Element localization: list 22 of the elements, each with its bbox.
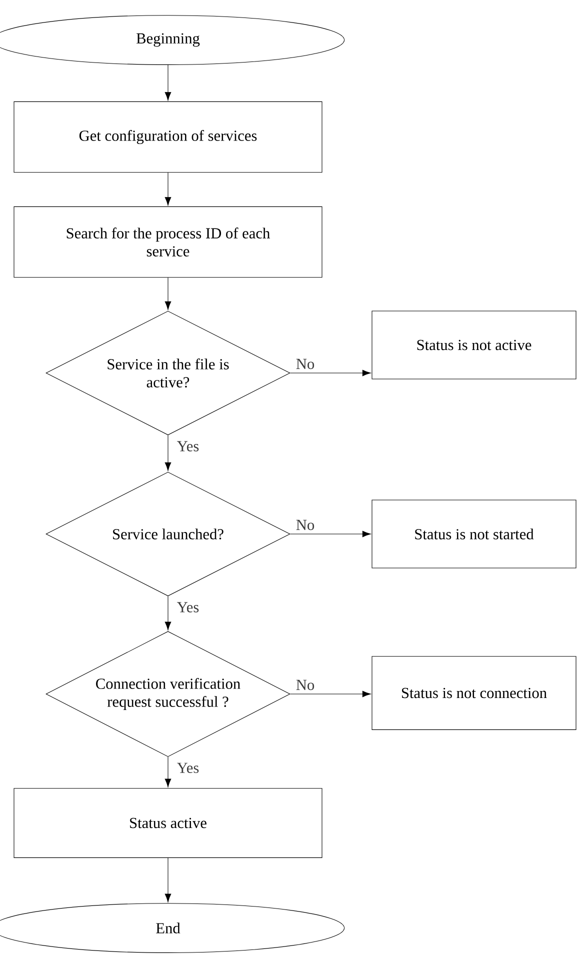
arrow [290,690,371,698]
process-box: Status is not active [372,310,576,380]
arrow [164,277,172,310]
arrow [290,370,371,376]
edge-label: No [294,358,316,370]
edge-label: Yes [176,440,200,453]
arrow [290,530,371,538]
process-box: Status is not started [372,500,576,568]
arrow [164,172,172,206]
process-box: Search for the process ID of each service [14,206,322,278]
arrow [164,756,172,788]
arrow [164,596,172,630]
process-box: Status is not connection [372,656,576,730]
arrow [164,64,172,101]
edge-label: No [294,518,316,532]
process-box: Get configuration of services [14,101,322,173]
arrow [164,858,172,902]
edge-label: Yes [176,762,200,774]
edge-label: No [294,678,316,692]
edge-label: Yes [176,600,200,614]
process-box: Status active [14,788,322,858]
arrow [164,435,172,471]
